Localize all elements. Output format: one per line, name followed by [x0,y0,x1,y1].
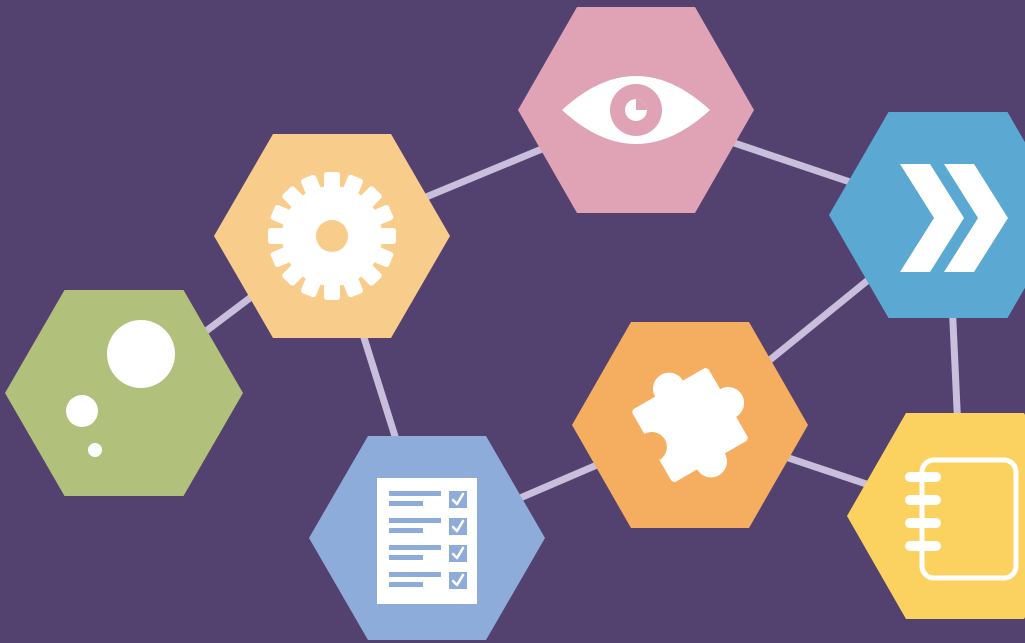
puzzle-piece-icon [632,368,748,482]
hexagon-green [5,290,243,496]
node-notebook [847,413,1025,619]
fast-forward-icon [900,164,1008,272]
node-fast-forward [829,112,1025,318]
gear-icon [268,172,396,300]
eye-icon [562,76,710,144]
checklist-icon [377,478,477,604]
spiral-notebook-icon [905,457,1019,581]
node-thought-bubbles [5,290,243,496]
node-gear [214,134,450,338]
node-puzzle [572,322,808,528]
hexagon-yellow [847,413,1025,619]
thought-bubble-icon [66,320,175,457]
node-eye [518,7,754,213]
node-checklist [309,436,545,640]
